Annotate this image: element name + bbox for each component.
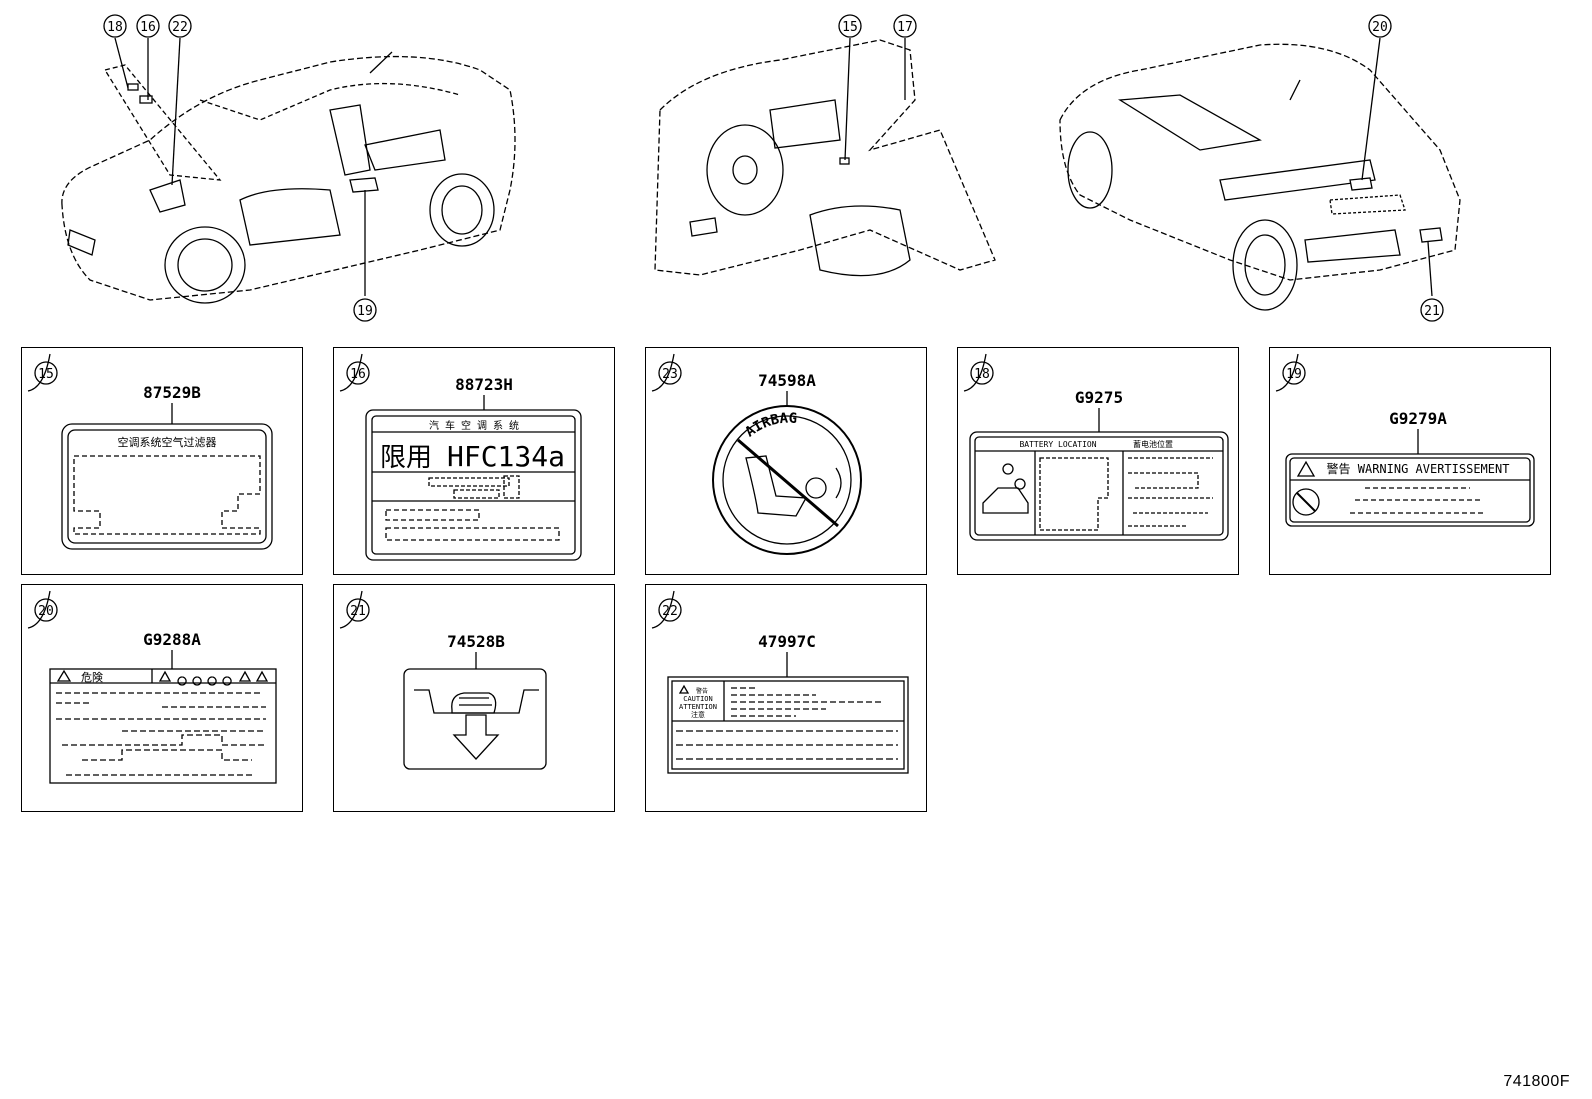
svg-text:18: 18 bbox=[107, 20, 123, 35]
car-front-view bbox=[61, 37, 516, 304]
svg-text:16: 16 bbox=[140, 20, 156, 35]
label-text: 空调系统空气过滤器 bbox=[118, 435, 217, 449]
part-number: G9275 bbox=[1075, 388, 1123, 407]
svg-text:22: 22 bbox=[172, 20, 188, 35]
car-rear-view bbox=[1059, 37, 1461, 311]
label-text: BATTERY LOCATION bbox=[1019, 440, 1096, 449]
callout-18: 18 bbox=[103, 14, 127, 38]
callout-21: 21 bbox=[1420, 298, 1444, 322]
label-warning-cn: 警告 bbox=[696, 687, 708, 695]
label-big-cn: 限用 bbox=[380, 443, 432, 473]
callout-17: 17 bbox=[893, 14, 917, 38]
label-panel-19: 19 G9279A 警告 WARNING AVERTISSEMENT bbox=[1269, 347, 1551, 575]
callout-20: 20 bbox=[1368, 14, 1392, 38]
label-panel-16: 16 88723H 汽 车 空 调 系 统 限用 HFC134a bbox=[333, 347, 615, 575]
callout-16: 16 bbox=[136, 14, 160, 38]
svg-text:20: 20 bbox=[1372, 20, 1388, 35]
label-panel-15: 15 87529B 空调系统空气过滤器 bbox=[21, 347, 303, 575]
dashboard-view bbox=[654, 37, 996, 277]
label-top-text: 汽 车 空 调 系 统 bbox=[429, 419, 519, 432]
label-text: 警告 WARNING AVERTISSEMENT bbox=[1327, 461, 1510, 476]
svg-text:17: 17 bbox=[897, 20, 913, 35]
label-attention: ATTENTION bbox=[679, 703, 717, 711]
part-number: G9288A bbox=[143, 630, 201, 649]
label-big-text: HFC134a bbox=[447, 440, 565, 473]
svg-text:15: 15 bbox=[842, 20, 858, 35]
callout-19: 19 bbox=[353, 298, 377, 322]
part-number: 87529B bbox=[143, 383, 201, 402]
label-panel-22: 22 47997C 警告 CAUTION ATTENTION 注意 bbox=[645, 584, 927, 812]
part-number: 74528B bbox=[447, 632, 505, 651]
label-text: 危険 bbox=[81, 671, 103, 684]
part-number: 47997C bbox=[758, 632, 816, 651]
vehicle-illustrations: 18 16 22 19 15 17 20 21 bbox=[61, 14, 1461, 322]
label-panel-21: 21 74528B bbox=[333, 584, 615, 812]
callout-15: 15 bbox=[838, 14, 862, 38]
label-caution: CAUTION bbox=[683, 695, 713, 703]
label-panel-23: 23 74598A AIRBAG bbox=[645, 347, 927, 575]
label-panel-18: 18 G9275 BATTERY LOCATION 蓄电池位置 bbox=[957, 347, 1239, 575]
label-cn-text: 蓄电池位置 bbox=[1133, 439, 1173, 449]
label-caution-cn: 注意 bbox=[691, 710, 705, 719]
label-panel-20: 20 G9288A 危険 bbox=[21, 584, 303, 812]
part-number: 74598A bbox=[758, 371, 816, 390]
svg-text:21: 21 bbox=[1424, 304, 1440, 319]
part-number: 88723H bbox=[455, 375, 513, 394]
illustration-code: 741800F bbox=[1503, 1073, 1570, 1090]
callout-22: 22 bbox=[168, 14, 192, 38]
svg-text:19: 19 bbox=[357, 304, 373, 319]
part-number: G9279A bbox=[1389, 409, 1447, 428]
